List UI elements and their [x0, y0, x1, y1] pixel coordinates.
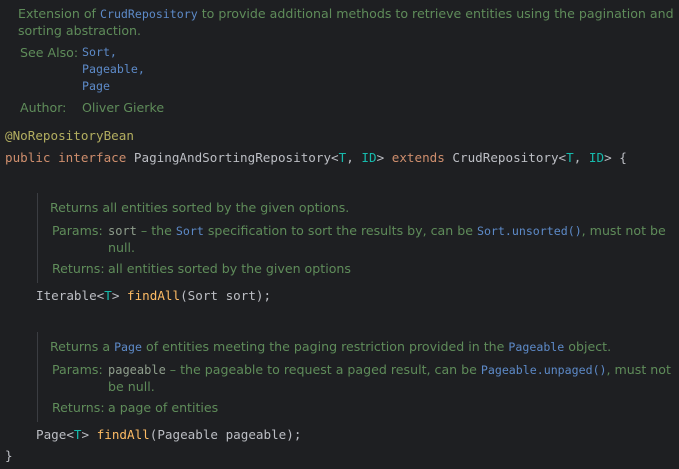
punct: > [376, 150, 392, 165]
method1-signature[interactable]: Iterable<T> findAll(Sort sort); [36, 287, 271, 305]
keyword: public interface [5, 150, 127, 165]
method1-params-label: Params: [52, 223, 103, 238]
annotation-norepositorybean[interactable]: @NoRepositoryBean [5, 128, 134, 143]
method1-param-line2: null. [108, 240, 135, 255]
see-also-pageable-link[interactable]: Pageable, [82, 62, 145, 76]
interface-declaration[interactable]: public interface PagingAndSortingReposit… [5, 149, 627, 167]
crudrepository-link[interactable]: CrudRepository [99, 7, 198, 21]
class-doc-line2: sorting abstraction. [18, 23, 142, 38]
base-interface: CrudRepository< [444, 150, 567, 165]
method2-returns-value: a page of entities [108, 400, 219, 415]
punct: , [573, 150, 589, 165]
method1-returns-value: all entities sorted by the given options [108, 261, 351, 276]
interface-name: PagingAndSortingRepository< [126, 150, 339, 165]
punct: > { [604, 150, 627, 165]
pageable-unpaged-link[interactable]: Pageable.unpaged() [480, 363, 607, 377]
punct: > [81, 427, 97, 442]
param-desc: , must not be [581, 223, 666, 238]
param-desc: – the [136, 223, 176, 238]
method1-returns-label: Returns: [52, 261, 105, 276]
pageable-link[interactable]: Pageable [508, 340, 565, 354]
param-name-sort: sort [108, 224, 137, 238]
method2-returns-label: Returns: [52, 400, 105, 415]
see-also-label: See Also: [20, 45, 79, 60]
param-name-pageable: pageable [108, 363, 166, 377]
param-desc: specification to sort the results by, ca… [203, 223, 477, 238]
method1-summary: Returns all entities sorted by the given… [50, 200, 350, 215]
return-type: Iterable< [36, 288, 105, 303]
closing-brace: } [5, 448, 13, 463]
author-label: Author: [20, 100, 67, 115]
method2-javadoc: Returns a Page of entities meeting the p… [37, 332, 673, 422]
type-param: T [566, 150, 574, 165]
punct: > [111, 288, 128, 303]
page-link[interactable]: Page [114, 340, 142, 354]
method-name-findall[interactable]: findAll [127, 288, 181, 303]
keyword-extends: extends [391, 150, 445, 165]
method-args: (Pageable pageable); [149, 427, 302, 442]
summary-text: of entities meeting the paging restricti… [142, 339, 509, 354]
sort-link[interactable]: Sort [175, 224, 204, 238]
method1-javadoc: Returns all entities sorted by the given… [37, 193, 673, 283]
type-param: T [73, 427, 82, 442]
method2-param-line2: be null. [108, 379, 155, 394]
see-also-page-link[interactable]: Page [82, 79, 110, 93]
type-param: ID [361, 150, 377, 165]
author-value: Oliver Gierke [82, 100, 165, 115]
type-param: T [338, 150, 347, 165]
class-doc-text: Extension of [18, 6, 100, 21]
sort-unsorted-link[interactable]: Sort.unsorted() [476, 224, 582, 238]
return-type: Page< [36, 427, 74, 442]
param-desc: – the pageable to request a paged result… [165, 362, 481, 377]
class-doc-text: to provide additional methods to retriev… [197, 6, 674, 21]
param-desc: , must not [606, 362, 671, 377]
see-also-sort-link[interactable]: Sort, [82, 45, 117, 59]
method2-params-label: Params: [52, 362, 103, 377]
method2-param-line: pageable – the pageable to request a pag… [108, 361, 671, 379]
punct: , [346, 150, 362, 165]
type-param: ID [588, 150, 605, 165]
summary-text: Returns a [50, 339, 115, 354]
method-args: (Sort sort); [180, 288, 272, 303]
class-doc-line1: Extension of CrudRepository to provide a… [18, 5, 674, 23]
type-param: T [104, 288, 112, 303]
summary-text: object. [564, 339, 612, 354]
method-name-findall[interactable]: findAll [96, 427, 150, 442]
method2-summary: Returns a Page of entities meeting the p… [50, 338, 611, 356]
method1-param-line: sort – the Sort specification to sort th… [108, 222, 666, 240]
method2-signature[interactable]: Page<T> findAll(Pageable pageable); [36, 426, 301, 444]
